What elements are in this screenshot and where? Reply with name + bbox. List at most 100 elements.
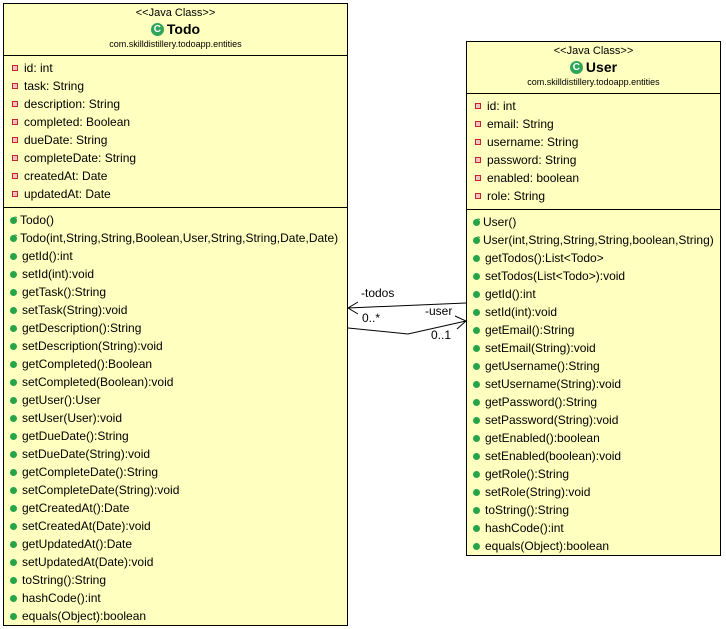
method-row[interactable]: hashCode():int [467, 519, 720, 537]
public-method-icon [10, 522, 17, 530]
attribute-row[interactable]: updatedAt: Date [4, 185, 347, 203]
user-association-line[interactable] [347, 320, 467, 335]
method-row-text: getEnabled():boolean [485, 431, 600, 445]
todos-multiplicity-label: 0..* [362, 311, 381, 325]
method-row[interactable]: setUser(User):void [4, 409, 347, 427]
constructor-row[interactable]: User(int,String,String,String,boolean,St… [467, 230, 720, 249]
public-method-icon [10, 468, 17, 476]
method-row-text: setUpdatedAt(Date):void [22, 555, 154, 569]
method-row-text: setEnabled(boolean):void [485, 449, 622, 463]
public-method-icon [10, 414, 17, 422]
method-row[interactable]: getId():int [467, 285, 720, 303]
method-row-text: getId():int [22, 249, 73, 263]
method-row-text: getPassword():String [485, 395, 598, 409]
public-method-icon [10, 486, 17, 494]
public-method-icon [473, 362, 480, 370]
todo-class-name: C Todo [4, 20, 347, 38]
private-field-icon [12, 83, 18, 89]
attribute-row[interactable]: task: String [4, 77, 347, 95]
attribute-row-text: username: String [487, 135, 579, 149]
method-row[interactable]: toString():String [467, 501, 720, 519]
method-row[interactable]: setEmail(String):void [467, 339, 720, 357]
method-row[interactable]: getTask():String [4, 283, 347, 301]
method-row[interactable]: getDescription():String [4, 319, 347, 337]
method-row[interactable]: setTask(String):void [4, 301, 347, 319]
method-row[interactable]: setCompleted(Boolean):void [4, 373, 347, 391]
public-method-icon [473, 434, 480, 442]
method-row[interactable]: getDueDate():String [4, 427, 347, 445]
constructor-row[interactable]: User() [467, 212, 720, 231]
method-row[interactable]: setTodos(List<Todo>):void [467, 267, 720, 285]
attribute-row[interactable]: id: int [467, 97, 720, 115]
attribute-row-text: dueDate: String [24, 133, 108, 147]
attribute-row[interactable]: description: String [4, 95, 347, 113]
constructor-icon [473, 230, 480, 248]
method-row[interactable]: setPassword(String):void [467, 411, 720, 429]
constructor-row[interactable]: Todo() [4, 210, 347, 229]
attribute-row[interactable]: dueDate: String [4, 131, 347, 149]
private-field-icon [475, 121, 481, 127]
method-row[interactable]: toString():String [4, 571, 347, 589]
method-row[interactable]: setUpdatedAt(Date):void [4, 553, 347, 571]
class-icon: C [569, 60, 583, 74]
public-method-icon [473, 326, 480, 334]
private-field-icon [12, 191, 18, 197]
method-row-text: equals(Object):boolean [485, 539, 610, 553]
method-row[interactable]: getCompleteDate():String [4, 463, 347, 481]
method-row-text: setRole(String):void [485, 485, 591, 499]
private-field-icon [12, 101, 18, 107]
method-row[interactable]: setRole(String):void [467, 483, 720, 501]
method-row[interactable]: getId():int [4, 247, 347, 265]
method-row-text: setTodos(List<Todo>):void [485, 269, 626, 283]
public-method-icon [473, 380, 480, 388]
attribute-row[interactable]: email: String [467, 115, 720, 133]
attribute-row[interactable]: id: int [4, 59, 347, 77]
constructor-row[interactable]: Todo(int,String,String,Boolean,User,Stri… [4, 228, 347, 247]
public-method-icon [10, 576, 17, 584]
method-row[interactable]: setCompleteDate(String):void [4, 481, 347, 499]
method-row[interactable]: getCreatedAt():Date [4, 499, 347, 517]
attribute-row[interactable]: username: String [467, 133, 720, 151]
attribute-row[interactable]: password: String [467, 151, 720, 169]
method-row[interactable]: getEnabled():boolean [467, 429, 720, 447]
todo-class-box[interactable]: <<Java Class>> C Todo com.skilldistiller… [3, 3, 348, 626]
public-method-icon [10, 270, 17, 278]
method-row[interactable]: getUpdatedAt():Date [4, 535, 347, 553]
public-method-icon [473, 506, 480, 514]
method-row[interactable]: hashCode():int [4, 589, 347, 607]
method-row[interactable]: getRole():String [467, 465, 720, 483]
attribute-row[interactable]: createdAt: Date [4, 167, 347, 185]
attribute-row[interactable]: role: String [467, 187, 720, 205]
method-row[interactable]: getUser():User [4, 391, 347, 409]
method-row[interactable]: getUsername():String [467, 357, 720, 375]
method-row[interactable]: getTodos():List<Todo> [467, 249, 720, 267]
method-row[interactable]: setDescription(String):void [4, 337, 347, 355]
attribute-row[interactable]: completed: Boolean [4, 113, 347, 131]
method-row-text: setPassword(String):void [485, 413, 619, 427]
user-class-box[interactable]: <<Java Class>> C User com.skilldistiller… [466, 41, 721, 556]
constructor-icon [10, 210, 17, 228]
method-row-text: setCompleted(Boolean):void [22, 375, 174, 389]
method-row-text: getRole():String [485, 467, 570, 481]
attribute-row-text: completed: Boolean [24, 115, 131, 129]
method-row[interactable]: equals(Object):boolean [467, 537, 720, 555]
method-row[interactable]: equals(Object):boolean [4, 607, 347, 625]
method-row[interactable]: getPassword():String [467, 393, 720, 411]
method-row[interactable]: setEnabled(boolean):void [467, 447, 720, 465]
method-row[interactable]: setUsername(String):void [467, 375, 720, 393]
method-row[interactable]: setId(int):void [4, 265, 347, 283]
public-method-icon [473, 272, 480, 280]
method-row[interactable]: setDueDate(String):void [4, 445, 347, 463]
attribute-row-text: task: String [24, 79, 85, 93]
method-row[interactable]: getCompleted():Boolean [4, 355, 347, 373]
method-row[interactable]: setCreatedAt(Date):void [4, 517, 347, 535]
method-row[interactable]: getEmail():String [467, 321, 720, 339]
attribute-row[interactable]: enabled: boolean [467, 169, 720, 187]
todo-package: com.skilldistillery.todoapp.entities [109, 39, 242, 49]
todos-association-line[interactable] [347, 302, 467, 309]
class-icon: C [150, 22, 164, 36]
attribute-row[interactable]: completeDate: String [4, 149, 347, 167]
method-row[interactable]: setId(int):void [467, 303, 720, 321]
attribute-row-text: createdAt: Date [24, 169, 108, 183]
